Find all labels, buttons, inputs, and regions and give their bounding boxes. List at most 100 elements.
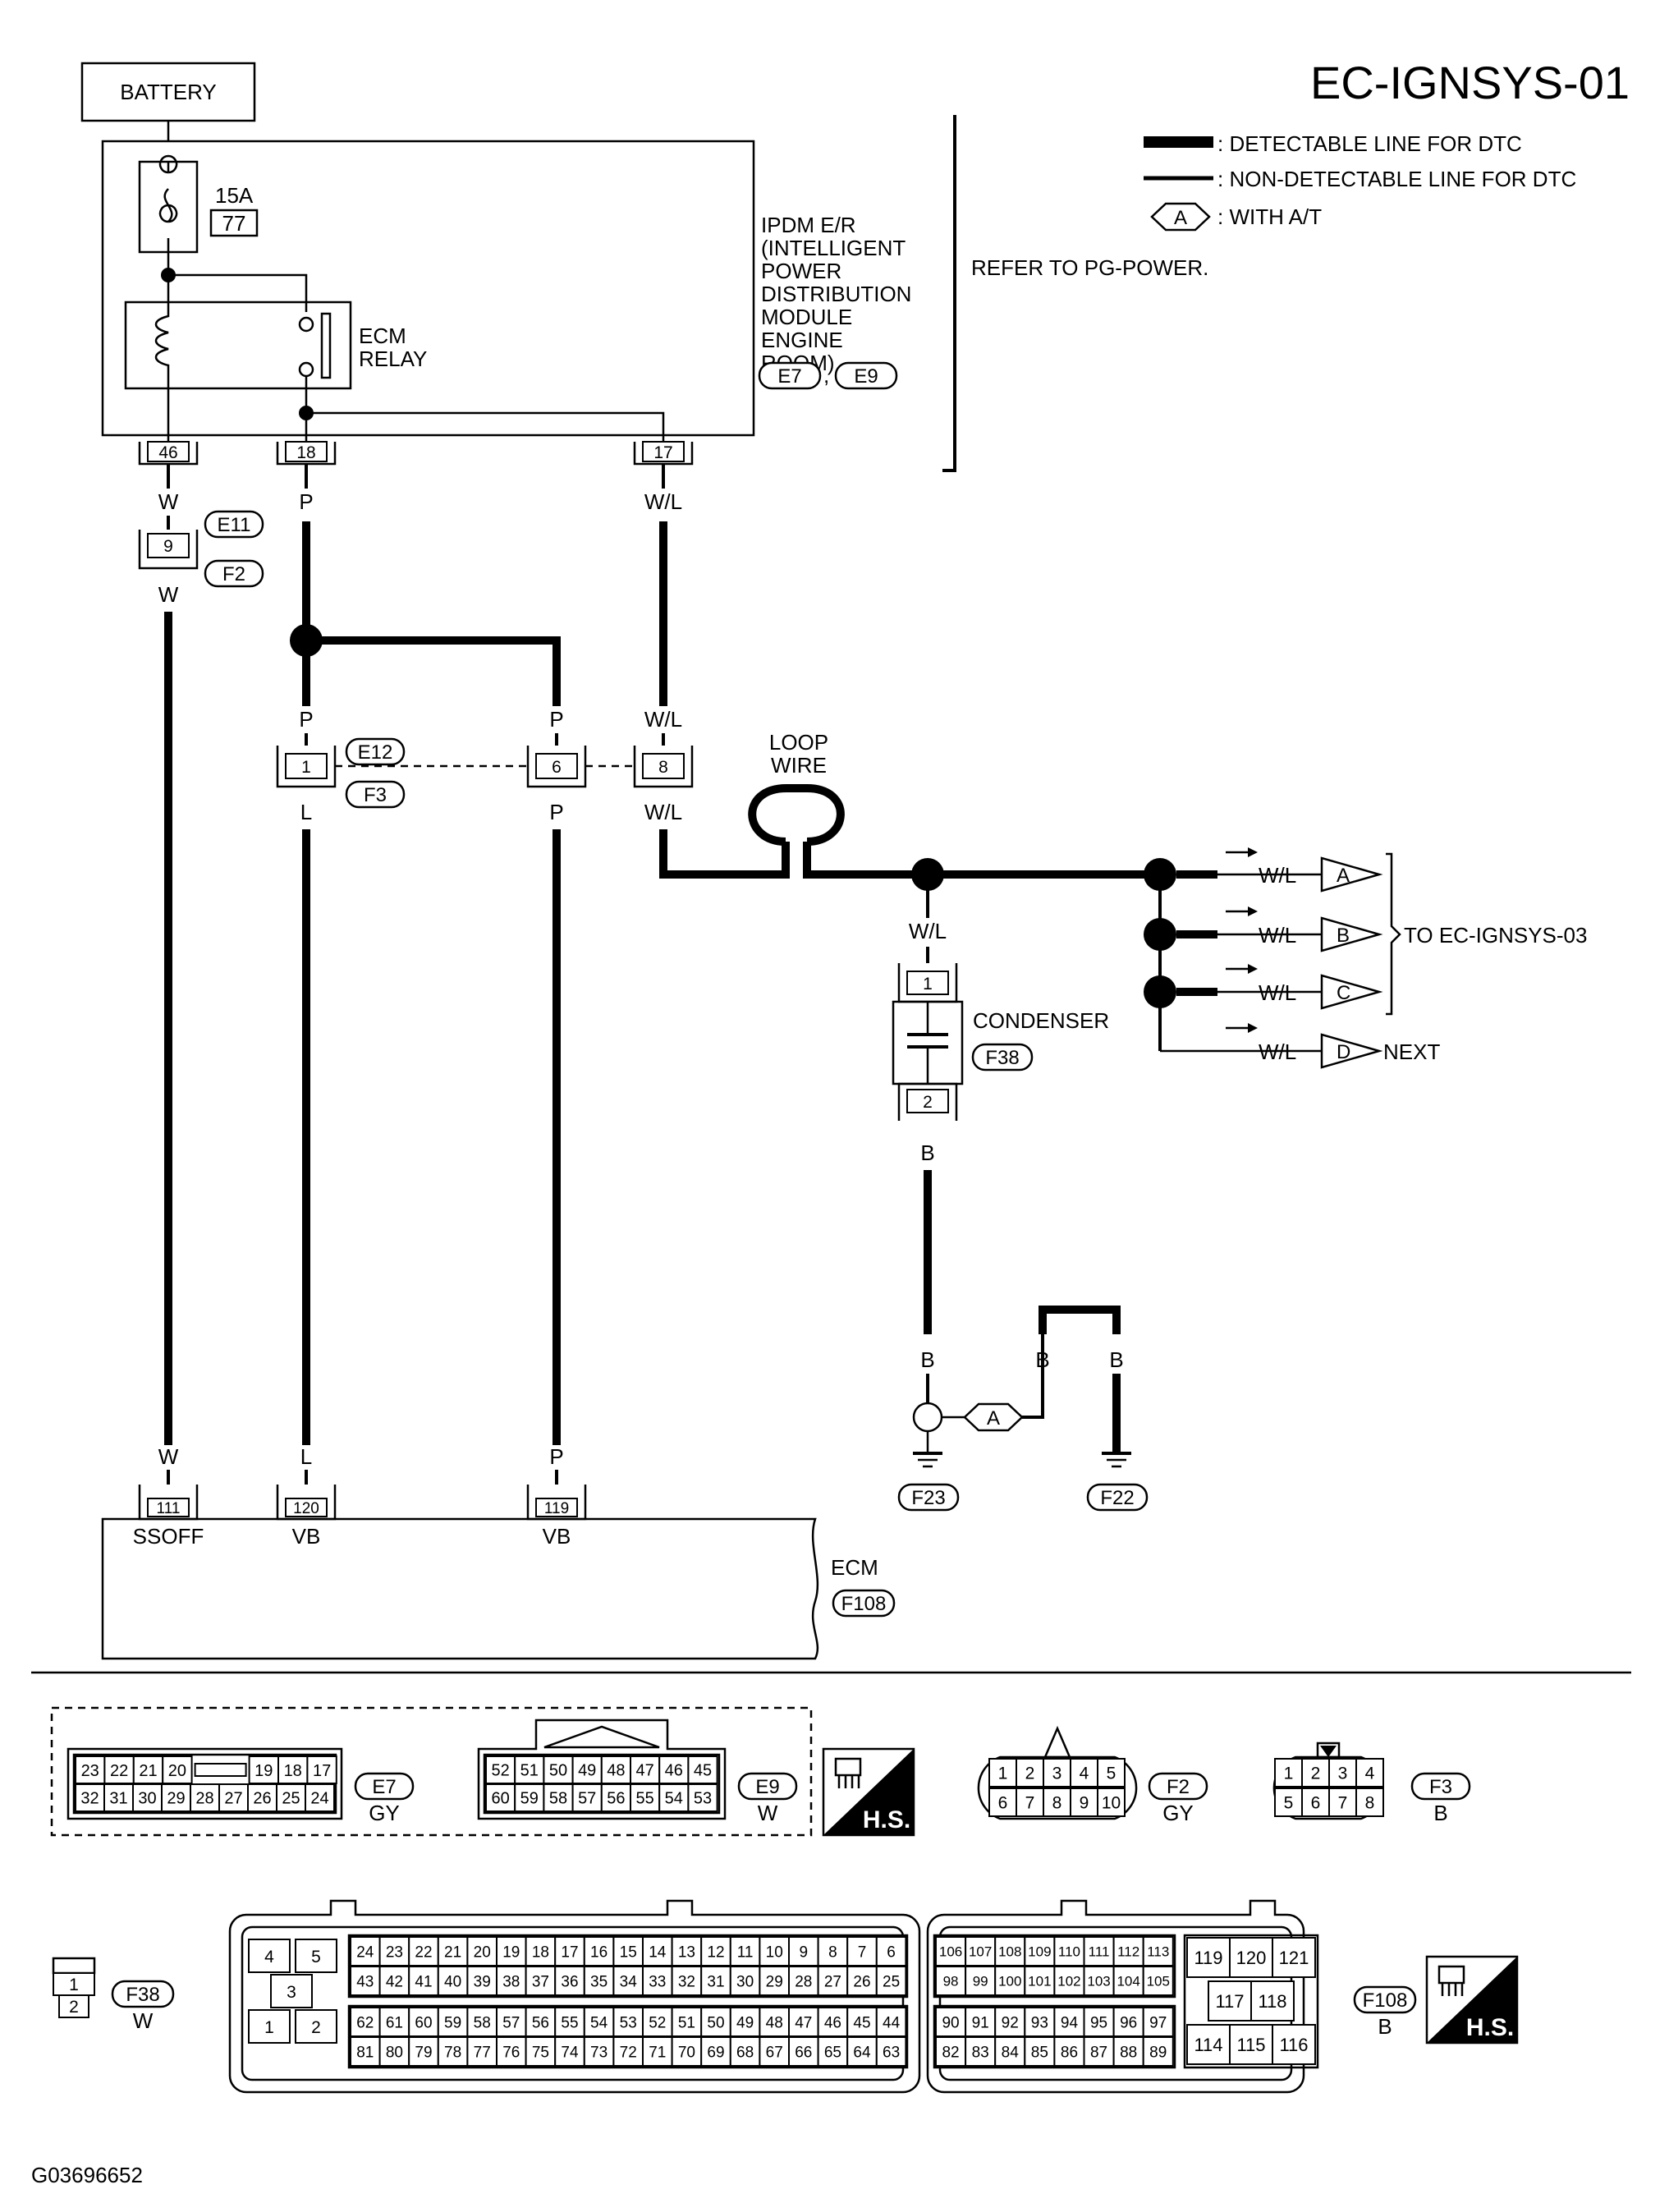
fuse-icon bbox=[158, 154, 178, 252]
svg-text:17: 17 bbox=[653, 443, 672, 462]
fuse-number-box bbox=[209, 209, 259, 237]
connector-key bbox=[194, 1763, 247, 1777]
connector-pin-label: 33 bbox=[649, 1973, 666, 1990]
connector-pin bbox=[846, 2007, 878, 2037]
connector-pin bbox=[583, 2036, 615, 2067]
joint-connector-8: 8 bbox=[633, 746, 694, 788]
svg-text:E9: E9 bbox=[755, 1776, 779, 1798]
connector-pin-label: 121 bbox=[1279, 1948, 1309, 1968]
connector-pin-label: 112 bbox=[1117, 1944, 1139, 1960]
connector-pin bbox=[543, 1783, 574, 1812]
connector-pin bbox=[612, 2007, 644, 2037]
svg-text:C: C bbox=[1337, 982, 1350, 1004]
fuse-number: 77 bbox=[222, 211, 246, 236]
connector-pin-label: 36 bbox=[561, 1973, 578, 1990]
connector-pin-label: 71 bbox=[649, 2044, 666, 2061]
svg-text:H.S.: H.S. bbox=[1466, 2014, 1514, 2041]
connector-pin bbox=[994, 1966, 1026, 1996]
ecm-terminal-120: 120 bbox=[276, 1485, 337, 1521]
connector-tag-f38-face bbox=[111, 1980, 175, 2008]
connector-pin bbox=[729, 2036, 761, 2067]
connector-pin bbox=[935, 1936, 967, 1966]
connector-pin bbox=[817, 2036, 849, 2067]
connector-pin-label: 28 bbox=[795, 1973, 812, 1990]
connector-pin bbox=[1024, 1966, 1056, 1996]
connector-pin-label: 82 bbox=[942, 2044, 959, 2061]
option-symbol-letter: A bbox=[1174, 207, 1187, 229]
svg-text:W/L: W/L bbox=[1259, 980, 1296, 1005]
connector-pin-label: 26 bbox=[853, 1973, 870, 1990]
connector-pin bbox=[612, 1936, 644, 1966]
connector-pin bbox=[248, 1755, 280, 1784]
svg-text:E11: E11 bbox=[218, 514, 251, 536]
connector-pin bbox=[965, 2036, 997, 2067]
connector-color-e9: W bbox=[758, 1801, 778, 1825]
connector-pin bbox=[1083, 1936, 1115, 1966]
connector-pin-label: 6 bbox=[1311, 1794, 1321, 1813]
connector-pin-label: 30 bbox=[736, 1973, 754, 1990]
wire-color-b-4: B bbox=[1109, 1347, 1123, 1372]
connector-pin-label: 46 bbox=[665, 1762, 683, 1780]
battery-label: BATTERY bbox=[120, 80, 217, 104]
connector-pin bbox=[554, 1966, 585, 1996]
connector-pin-label: 42 bbox=[386, 1973, 403, 1990]
wire-color-l-2: L bbox=[300, 1444, 312, 1469]
svg-text:F2: F2 bbox=[222, 563, 245, 585]
connector-f38: 1 2 bbox=[52, 1957, 96, 2018]
connector-pin bbox=[466, 1936, 498, 1966]
ipdm-terminal-17: 17 bbox=[633, 441, 694, 466]
connector-pin bbox=[1186, 1937, 1231, 1978]
connector-pin-label: 3 bbox=[1338, 1765, 1348, 1783]
connector-pin-label: 108 bbox=[998, 1944, 1021, 1960]
ipdm-label-line: DISTRIBUTION bbox=[761, 282, 911, 306]
connector-pin-label: 60 bbox=[491, 1790, 509, 1808]
connector-pin bbox=[1142, 1966, 1174, 1996]
connector-pin-label: 58 bbox=[474, 2014, 491, 2031]
connector-pin bbox=[1272, 1937, 1316, 1978]
ipdm-connector-separator: , bbox=[823, 363, 829, 388]
connector-pin-label: 75 bbox=[532, 2044, 549, 2061]
connector-pin-label: 23 bbox=[81, 1762, 99, 1780]
connector-pin bbox=[642, 1966, 673, 1996]
ipdm-connector-group bbox=[50, 1706, 813, 1837]
svg-text:F108: F108 bbox=[1363, 1989, 1408, 2012]
connector-pin-label: 50 bbox=[549, 1762, 567, 1780]
legend-option-text: : WITH A/T bbox=[1217, 204, 1322, 229]
svg-text:3: 3 bbox=[287, 1983, 296, 2002]
connector-color-f3: B bbox=[1433, 1801, 1447, 1825]
connector-pin-label: 34 bbox=[620, 1973, 638, 1990]
wire-color-p-5: P bbox=[549, 1444, 563, 1469]
connector-pin bbox=[935, 1966, 967, 1996]
connector-pin bbox=[1097, 1758, 1126, 1787]
svg-text:6: 6 bbox=[552, 758, 562, 777]
connector-tag-e7 bbox=[354, 1772, 415, 1801]
connector-pin-label: 45 bbox=[853, 2014, 870, 2031]
connector-pin bbox=[875, 1966, 907, 1996]
ecm-signal-ssoff: SSOFF bbox=[133, 1524, 204, 1549]
wire-color-w-3: W bbox=[158, 1444, 179, 1469]
connector-pin bbox=[437, 2007, 469, 2037]
connector-pin bbox=[247, 1783, 277, 1812]
wire-color-wl: W/L bbox=[644, 489, 682, 514]
connector-pin-label: 93 bbox=[1031, 2014, 1048, 2031]
connector-pin-label: 5 bbox=[1284, 1794, 1294, 1813]
connector-pin bbox=[485, 1783, 516, 1812]
connector-color-f108: B bbox=[1378, 2014, 1392, 2039]
connector-pin-label: 37 bbox=[532, 1973, 549, 1990]
connector-pin bbox=[485, 1755, 516, 1784]
connector-pin-label: 16 bbox=[590, 1944, 608, 1961]
connector-pin bbox=[408, 1966, 439, 1996]
connector-pin-label: 32 bbox=[678, 1973, 695, 1990]
connector-pin-label: 67 bbox=[766, 2044, 783, 2061]
connector-pin-label: 31 bbox=[707, 1973, 724, 1990]
connector-pin-label: 57 bbox=[502, 2014, 520, 2031]
ecm-relay-label: ECM bbox=[359, 324, 406, 348]
connector-pin-label: 24 bbox=[356, 1944, 374, 1961]
connector-pin bbox=[1083, 2036, 1115, 2067]
output-d: W/L D NEXT bbox=[1160, 1023, 1440, 1069]
connector-pin-label: 2 bbox=[1311, 1765, 1321, 1783]
connector-tag-f108 bbox=[832, 1589, 896, 1618]
connector-pin bbox=[729, 1966, 761, 1996]
